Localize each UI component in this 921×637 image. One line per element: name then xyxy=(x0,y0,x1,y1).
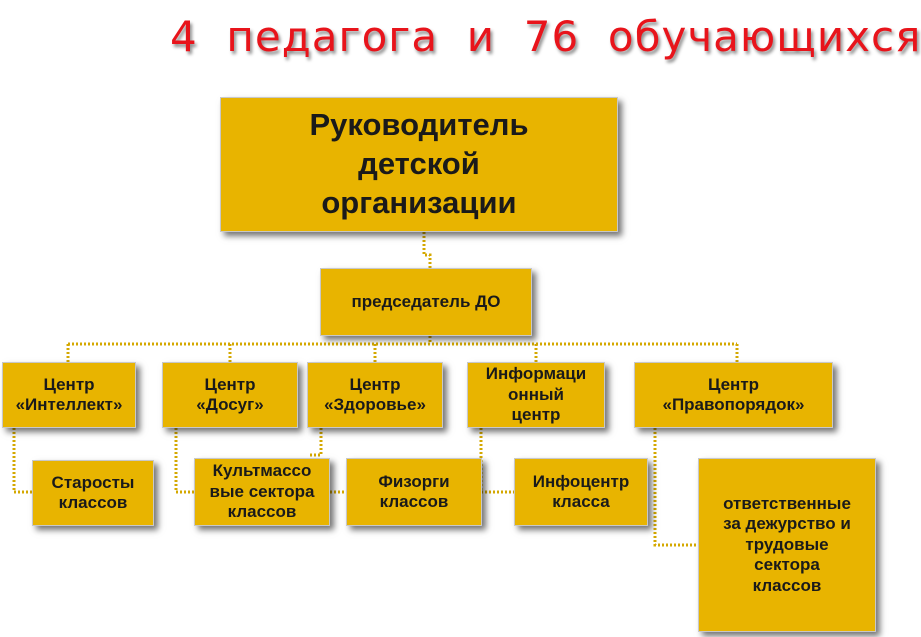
subunit-monitors-box: Старосты классов xyxy=(32,460,154,526)
chairman-box: председатель ДО xyxy=(320,268,532,336)
subunit-duty-box: ответственные за дежурство и трудовые се… xyxy=(698,458,876,632)
head-label: Руководитель детской организации xyxy=(309,107,529,220)
center-info-box: Информаци онный центр xyxy=(467,362,605,428)
center-label: Центр «Правопорядок» xyxy=(662,374,805,414)
chairman-label: председатель ДО xyxy=(351,291,501,311)
subunit-label: ответственные за дежурство и трудовые се… xyxy=(723,494,851,595)
center-health-box: Центр «Здоровье» xyxy=(307,362,443,428)
center-label: Центр «Интеллект» xyxy=(15,374,123,414)
center-law-box: Центр «Правопорядок» xyxy=(634,362,833,428)
center-leisure-box: Центр «Досуг» xyxy=(162,362,298,428)
subunit-label: Физорги классов xyxy=(378,471,450,511)
subunit-label: Инфоцентр класса xyxy=(532,471,630,511)
subunit-infocenter-box: Инфоцентр класса xyxy=(514,458,648,526)
center-label: Центр «Здоровье» xyxy=(324,374,426,414)
center-intellect-box: Центр «Интеллект» xyxy=(2,362,136,428)
page-title: 4 педагога и 76 обучающихся xyxy=(170,12,921,61)
center-label: Информаци онный центр xyxy=(485,364,587,425)
head-box: Руководитель детской организации xyxy=(220,97,618,232)
subunit-culture-box: Культмассо вые сектора классов xyxy=(194,458,330,526)
center-label: Центр «Досуг» xyxy=(196,374,264,414)
subunit-label: Культмассо вые сектора классов xyxy=(209,461,315,522)
subunit-label: Старосты классов xyxy=(51,472,135,512)
subunit-sport-box: Физорги классов xyxy=(346,458,482,526)
